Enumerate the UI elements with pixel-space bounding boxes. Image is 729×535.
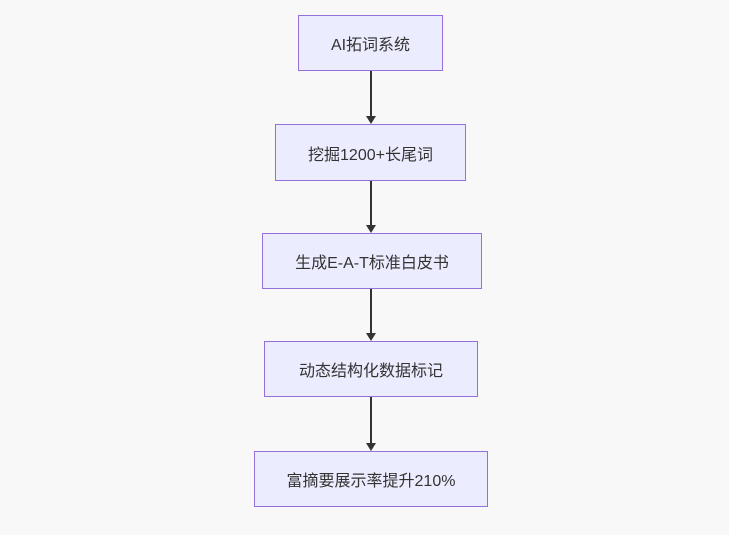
flow-node-ai-keyword-system: AI拓词系统 [298, 15, 443, 71]
flow-node-structured-data-markup: 动态结构化数据标记 [264, 341, 478, 397]
arrow-line [370, 181, 372, 226]
flow-node-rich-snippet-result: 富摘要展示率提升210% [254, 451, 488, 507]
arrow-head-icon [366, 333, 376, 341]
flow-node-eat-whitepaper: 生成E-A-T标准白皮书 [262, 233, 482, 289]
flow-arrow-1 [365, 71, 377, 124]
flow-arrow-2 [365, 181, 377, 233]
flow-arrow-4 [365, 397, 377, 451]
arrow-head-icon [366, 225, 376, 233]
arrow-line [370, 397, 372, 444]
arrow-head-icon [366, 116, 376, 124]
flow-node-longtail-mining: 挖掘1200+长尾词 [275, 124, 466, 181]
flow-arrow-3 [365, 289, 377, 341]
arrow-line [370, 71, 372, 117]
arrow-line [370, 289, 372, 334]
arrow-head-icon [366, 443, 376, 451]
